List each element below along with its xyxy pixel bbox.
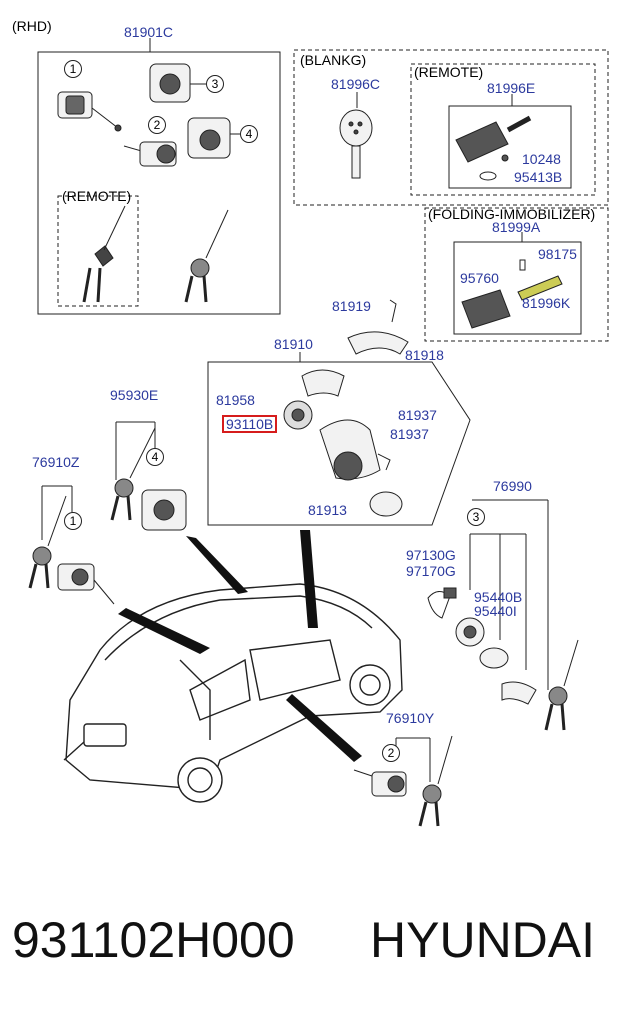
pointer-wedge-3 [118,608,210,654]
folding-fob [461,259,563,329]
label-remote-left: (REMOTE) [62,188,132,204]
keys-76990 [544,639,579,731]
keys-95930e [110,427,156,521]
lock-set-95440 [455,617,537,705]
label-81913: 81913 [308,502,347,518]
ignition-housing [301,369,345,397]
callout-4-left: 4 [146,448,164,466]
callout-3-right: 3 [467,508,485,526]
label-81999a: 81999A [492,219,541,235]
callout-1-left: 1 [64,512,82,530]
pointer-wedge-2 [300,530,318,628]
folding-box [424,207,609,342]
remote-fob [455,115,532,181]
callout-3-rhd: 3 [206,75,224,93]
callout-2-rhd: 2 [148,116,166,134]
label-81901c: 81901C [124,24,174,40]
label-81919: 81919 [332,298,371,314]
lock-cylinder-2 [123,141,177,167]
pointer-wedge-4 [286,694,362,762]
remote-right-box [410,63,596,196]
footer: 931102H000 HYUNDAI [0,895,623,985]
label-81958: 81958 [216,392,255,408]
wiring-97130g [427,587,457,619]
label-10248: 10248 [522,151,561,167]
label-76910y: 76910Y [386,710,435,726]
parts-diagram: (RHD) 81901C (REMOTE) (BLANKG) 81996C (R… [12,18,609,827]
label-93110b-highlighted: 93110B [222,415,278,433]
car-illustration [63,583,403,803]
label-95930e: 95930E [110,387,159,403]
cylinder-76910y [353,769,407,797]
keys-76910y [418,735,453,827]
label-95760: 95760 [460,270,499,286]
label-81918: 81918 [405,347,444,363]
lock-cylinder-3 [149,63,191,103]
cylinder-95930e [141,489,187,531]
callout-4-rhd: 4 [240,125,258,143]
blankg-box [293,49,609,206]
label-blankg: (BLANKG) [300,52,367,68]
label-81937-upper: 81937 [398,407,437,423]
screw-81919 [389,299,397,323]
part-number: 931102H000 [12,912,295,968]
label-81996k: 81996K [522,295,571,311]
label-81910: 81910 [274,336,313,352]
label-97130g: 97130G [406,547,456,563]
label-95440i: 95440I [474,603,517,619]
rhd-box [37,51,281,315]
lock-cylinder-1 [57,91,122,132]
blank-key [339,109,373,179]
callout-1-rhd: 1 [64,60,82,78]
label-76910z: 76910Z [32,454,80,470]
diagram-drawing [28,38,609,827]
label-rhd: (RHD) [12,18,52,34]
lock-cylinder-4 [187,117,231,159]
keys-76910z [28,495,67,589]
label-97170g: 97170G [406,563,456,579]
label-98175: 98175 [538,246,577,262]
label-95413b: 95413B [514,169,563,185]
remote-keys-mid [184,209,229,303]
ignition-assembly-box [207,361,471,526]
label-remote-right: (REMOTE) [414,64,484,80]
label-81937-lower: 81937 [390,426,429,442]
cylinder-76910z [57,563,115,605]
brand-name: HYUNDAI [370,912,596,968]
label-folding: (FOLDING-IMMOBILIZER) [428,206,596,222]
ignition-bracket [347,331,409,355]
label-95440b: 95440B [474,589,523,605]
callout-2-bottom: 2 [382,744,400,762]
remote-keys-left [82,205,126,303]
label-76990: 76990 [493,478,532,494]
remote-left-box [57,195,139,307]
pointer-wedge-1 [186,536,248,594]
label-81996e: 81996E [487,80,536,96]
label-81996c: 81996C [331,76,381,92]
